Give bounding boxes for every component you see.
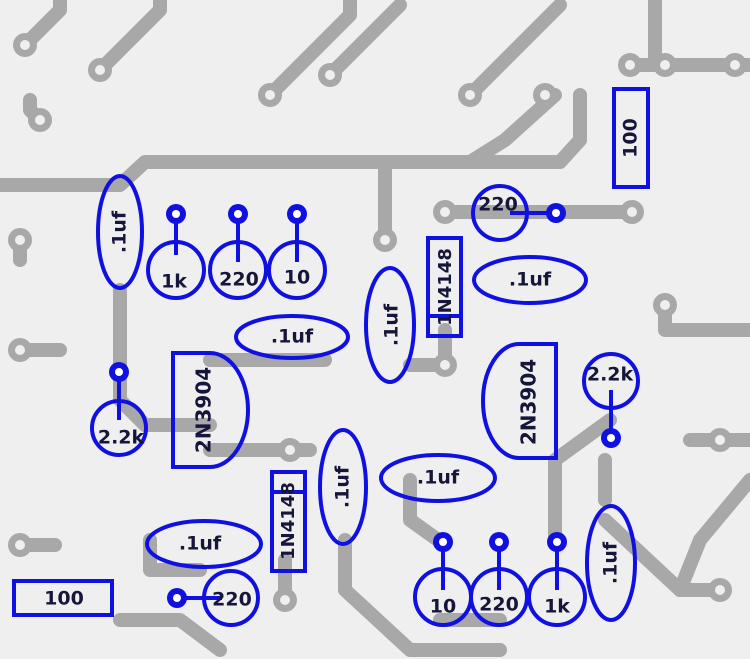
resistor-220-left: 220: [208, 204, 268, 300]
resistor-220-bottom: 220: [167, 569, 260, 627]
diode-top: 1N4148: [426, 236, 463, 338]
diode-label: 1N4148: [278, 482, 299, 560]
resistor-1k-left: 1k: [146, 204, 206, 300]
resistor-label: 1k: [161, 271, 187, 293]
capacitor-c5: .1uf: [318, 428, 368, 546]
capacitor-label: .1uf: [509, 269, 552, 291]
transistor-q-left: 2N3904: [171, 351, 250, 469]
resistor-100-bottom: 100: [12, 579, 114, 617]
capacitor-c2: .1uf: [234, 314, 350, 360]
capacitor-label: .1uf: [417, 467, 460, 489]
transistor-label: 2N3904: [192, 367, 216, 453]
resistor-2k2-right: 2.2k: [582, 352, 640, 448]
resistor-1k-right: 1k: [527, 532, 587, 627]
capacitor-c3: .1uf: [364, 266, 416, 384]
resistor-label: 10: [430, 596, 456, 618]
resistor-label: 1k: [544, 596, 570, 618]
resistor-label: 100: [44, 588, 84, 610]
capacitor-label: .1uf: [600, 541, 622, 584]
capacitor-c4: .1uf: [472, 255, 588, 305]
resistor-label: 220: [478, 194, 518, 216]
capacitor-c6: .1uf: [379, 453, 497, 503]
diode-bottom: 1N4148: [270, 470, 307, 573]
resistor-label: 220: [212, 589, 252, 611]
capacitor-label: .1uf: [179, 533, 222, 555]
capacitor-label: .1uf: [271, 326, 314, 348]
capacitor-c1: .1uf: [96, 174, 144, 290]
resistor-label: 2.2k: [98, 427, 145, 449]
resistor-label: 2.2k: [587, 364, 634, 386]
transistor-label: 2N3904: [517, 359, 541, 445]
resistor-10-left: 10: [267, 204, 327, 300]
resistor-10-right: 10: [413, 532, 473, 627]
transistor-q-right: 2N3904: [481, 342, 558, 460]
resistor-label: 10: [284, 267, 310, 289]
resistor-220-top: 220: [471, 184, 566, 242]
capacitor-label: .1uf: [381, 303, 403, 346]
capacitor-c8: .1uf: [585, 504, 637, 622]
diode-label: 1N4148: [435, 248, 456, 326]
resistor-label: 220: [479, 594, 519, 616]
resistor-2k2-left: 2.2k: [90, 362, 148, 457]
capacitor-c7: .1uf: [145, 519, 263, 569]
resistor-label: 100: [620, 118, 642, 158]
solder-pads: [8, 33, 747, 612]
capacitor-label: .1uf: [109, 210, 131, 253]
resistor-label: 220: [219, 269, 259, 291]
resistor-220-right: 220: [469, 532, 529, 627]
resistor-100-top: 100: [612, 87, 650, 189]
capacitor-label: .1uf: [332, 465, 354, 508]
